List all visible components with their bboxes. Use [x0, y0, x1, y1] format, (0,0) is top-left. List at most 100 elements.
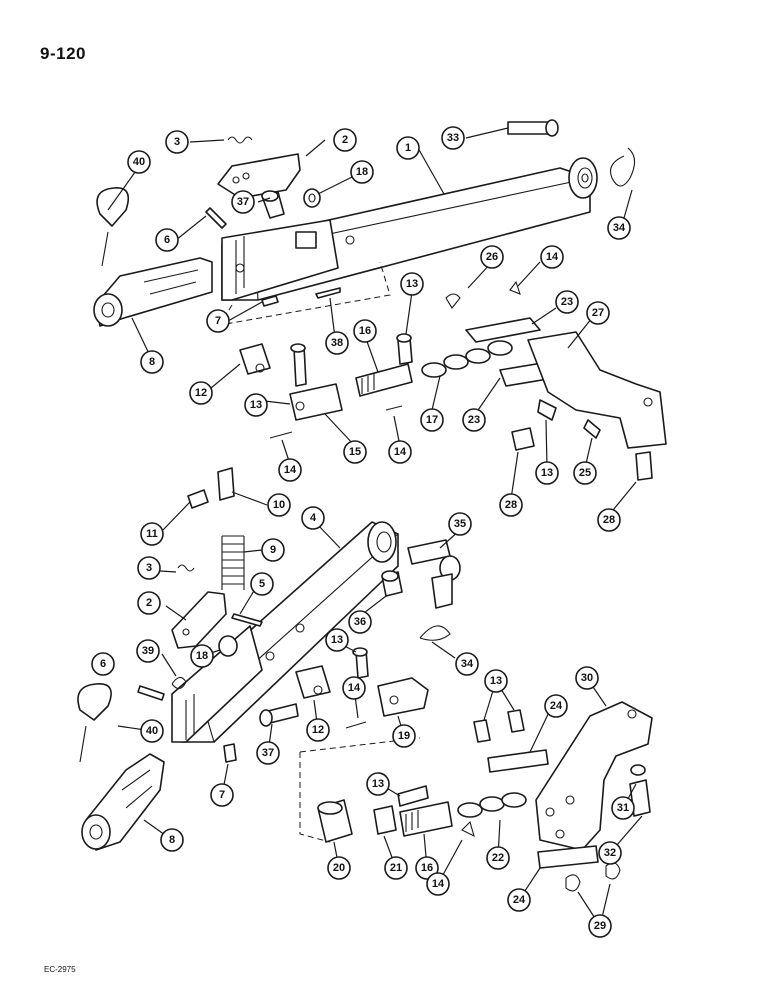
callout-18-top: 18: [350, 160, 374, 184]
drawing-code: EC-2975: [44, 965, 76, 974]
svg-text:37: 37: [237, 196, 249, 208]
callout-28-a: 28: [499, 493, 523, 517]
svg-text:24: 24: [550, 700, 563, 712]
callout-14-c: 14: [278, 458, 302, 482]
lower-bracket-30: [535, 701, 653, 892]
callout-20: 20: [327, 856, 351, 880]
svg-text:35: 35: [454, 518, 466, 530]
callout-32: 32: [598, 841, 622, 865]
svg-text:26: 26: [486, 251, 498, 263]
svg-text:31: 31: [617, 802, 629, 814]
svg-text:4: 4: [310, 512, 317, 524]
svg-text:13: 13: [406, 278, 418, 290]
callout-37-bot: 37: [256, 741, 280, 765]
svg-text:28: 28: [505, 499, 517, 511]
svg-text:38: 38: [331, 337, 343, 349]
svg-text:28: 28: [603, 514, 615, 526]
callout-38: 38: [325, 331, 349, 355]
callout-36: 36: [348, 610, 372, 634]
lower-stabilizer-chain: [295, 647, 549, 843]
callout-33: 33: [441, 126, 465, 150]
callout-14-b: 14: [388, 440, 412, 464]
svg-text:2: 2: [342, 134, 348, 146]
callout-24-a: 24: [544, 694, 568, 718]
callout-13-f: 13: [366, 772, 390, 796]
callout-35: 35: [448, 512, 472, 536]
svg-text:14: 14: [394, 446, 407, 458]
upper-lower-link-arm: [221, 157, 598, 301]
callout-8-top: 8: [140, 350, 164, 374]
callout-10: 10: [267, 493, 291, 517]
callout-21: 21: [384, 856, 408, 880]
svg-text:7: 7: [219, 789, 225, 801]
svg-text:14: 14: [348, 682, 361, 694]
callout-14-e: 14: [426, 872, 450, 896]
svg-text:11: 11: [146, 528, 158, 540]
callout-8-bot: 8: [160, 828, 184, 852]
svg-text:34: 34: [461, 658, 474, 670]
svg-text:39: 39: [142, 645, 154, 657]
callout-17: 17: [420, 408, 444, 432]
svg-text:16: 16: [421, 862, 433, 874]
svg-text:14: 14: [546, 251, 559, 263]
callout-40-top: 40: [127, 150, 151, 174]
callout-11: 11: [140, 522, 164, 546]
lower-latch-and-pins: [77, 467, 461, 763]
svg-text:36: 36: [354, 616, 366, 628]
svg-text:7: 7: [215, 315, 221, 327]
svg-text:13: 13: [250, 399, 262, 411]
svg-text:23: 23: [468, 414, 480, 426]
svg-text:22: 22: [492, 852, 504, 864]
svg-text:6: 6: [100, 658, 106, 670]
callout-2-top: 2: [333, 128, 357, 152]
callout-40-bot: 40: [140, 719, 164, 743]
callout-30: 30: [575, 666, 599, 690]
callout-25: 25: [573, 461, 597, 485]
callout-31: 31: [611, 796, 635, 820]
svg-text:6: 6: [164, 234, 170, 246]
callout-18-bot: 18: [190, 644, 214, 668]
svg-text:21: 21: [390, 862, 402, 874]
svg-text:16: 16: [359, 325, 371, 337]
callout-4: 4: [301, 506, 325, 530]
callout-5: 5: [250, 572, 274, 596]
upper-telescopic-end-8: [93, 257, 213, 327]
svg-text:13: 13: [331, 634, 343, 646]
callout-16-top: 16: [353, 319, 377, 343]
callout-19: 19: [392, 724, 416, 748]
svg-text:25: 25: [579, 467, 591, 479]
svg-text:13: 13: [541, 467, 553, 479]
callout-3-top: 3: [165, 130, 189, 154]
callout-22: 22: [486, 846, 510, 870]
lower-lower-link-arm: [171, 521, 399, 743]
callout-13-c: 13: [535, 461, 559, 485]
callout-14-a: 14: [540, 245, 564, 269]
callout-6-bot: 6: [91, 652, 115, 676]
svg-text:2: 2: [146, 597, 152, 609]
callout-39: 39: [136, 639, 160, 663]
callout-9: 9: [261, 538, 285, 562]
callout-13-d: 13: [325, 628, 349, 652]
callout-7-top: 7: [206, 309, 230, 333]
callout-6-top: 6: [155, 228, 179, 252]
svg-text:12: 12: [312, 724, 324, 736]
svg-text:20: 20: [333, 862, 345, 874]
svg-text:14: 14: [432, 878, 445, 890]
svg-text:12: 12: [195, 387, 207, 399]
svg-text:18: 18: [196, 650, 208, 662]
callout-12-top: 12: [189, 381, 213, 405]
svg-text:32: 32: [604, 847, 616, 859]
svg-text:1: 1: [405, 142, 411, 154]
svg-text:8: 8: [169, 834, 175, 846]
callout-13-b: 13: [244, 393, 268, 417]
svg-text:33: 33: [447, 132, 459, 144]
callout-15: 15: [343, 440, 367, 464]
callout-27: 27: [586, 301, 610, 325]
svg-text:18: 18: [356, 166, 368, 178]
callout-3-bot: 3: [137, 556, 161, 580]
svg-text:15: 15: [349, 446, 361, 458]
svg-text:40: 40: [146, 725, 158, 737]
svg-text:8: 8: [149, 356, 155, 368]
lower-telescopic-end-8: [81, 753, 165, 851]
